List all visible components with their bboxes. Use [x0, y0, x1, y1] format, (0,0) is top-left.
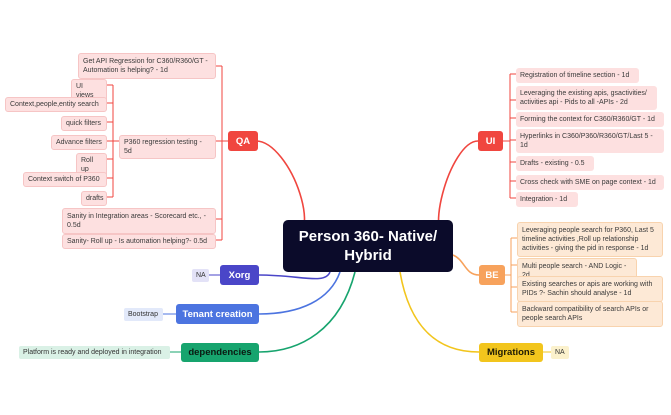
regression-subitem[interactable]: Context,people,entity search	[5, 97, 107, 112]
ui-label: UI	[485, 135, 496, 147]
regression-bracket	[107, 84, 119, 198]
be-item[interactable]: Backward compatibility of search APIs or…	[517, 301, 663, 327]
link-central-be	[452, 254, 480, 276]
tenant-creation-label: Tenant creation	[182, 308, 253, 320]
ui-topic[interactable]: UI	[478, 131, 503, 151]
qa-item[interactable]: P360 regression testing - 5d	[119, 135, 216, 159]
regression-subitem[interactable]: quick filters	[61, 116, 107, 131]
ui-bracket	[503, 73, 516, 199]
central-topic[interactable]: Person 360- Native/ Hybrid	[283, 220, 453, 272]
migrations-note[interactable]: NA	[551, 346, 569, 359]
link-central-xorg	[258, 271, 331, 280]
xorg-note[interactable]: NA	[192, 269, 209, 282]
migrations-label: Migrations	[486, 347, 536, 358]
link-central-migrations	[399, 271, 480, 353]
ui-item[interactable]: Cross check with SME on page context - 1…	[516, 175, 664, 190]
dependencies-topic[interactable]: dependencies	[181, 343, 259, 362]
qa-item[interactable]: Get API Regression for C360/R360/GT - Au…	[78, 53, 216, 79]
regression-subitem[interactable]: Context switch of P360	[23, 172, 107, 187]
regression-subitem[interactable]: drafts	[81, 191, 107, 206]
xorg-label: Xorg	[228, 269, 251, 281]
ui-item[interactable]: Drafts - existing - 0.5	[516, 156, 594, 171]
qa-item[interactable]: Sanity in Integration areas - Scorecard …	[62, 208, 216, 234]
be-topic[interactable]: BE	[479, 265, 505, 285]
link-central-dependencies	[258, 271, 356, 353]
qa-item[interactable]: Sanity- Roll up - Is automation helping?…	[62, 234, 216, 249]
central-title: Person 360- Native/ Hybrid	[298, 228, 438, 264]
qa-topic[interactable]: QA	[228, 131, 258, 151]
be-item[interactable]: Leveraging people search for P360, Last …	[517, 222, 663, 257]
link-central-tenant	[258, 271, 341, 315]
migrations-topic[interactable]: Migrations	[479, 343, 543, 362]
ui-item[interactable]: Integration - 1d	[516, 192, 578, 207]
be-item[interactable]: Existing searches or apis are working wi…	[517, 276, 663, 302]
regression-subitem[interactable]: Advance filters	[51, 135, 107, 150]
tenant-creation-topic[interactable]: Tenant creation	[176, 304, 259, 324]
ui-item[interactable]: Hyperlinks in C360/P360/R360/GT/Last 5 -…	[516, 129, 664, 153]
xorg-topic[interactable]: Xorg	[220, 265, 259, 285]
be-bracket	[505, 237, 517, 313]
dependencies-note[interactable]: Platform is ready and deployed in integr…	[19, 346, 170, 359]
be-label: BE	[485, 269, 499, 281]
qa-label: QA	[235, 135, 251, 147]
dependencies-label: dependencies	[188, 347, 252, 358]
tenant-note[interactable]: Bootstrap	[124, 308, 163, 321]
ui-item[interactable]: Registration of timeline section - 1d	[516, 68, 639, 83]
qa-bracket	[216, 65, 228, 241]
ui-item[interactable]: Forming the context for C360/R360/GT - 1…	[516, 112, 664, 127]
ui-item[interactable]: Leveraging the existing apis, gsactiviti…	[516, 86, 657, 110]
